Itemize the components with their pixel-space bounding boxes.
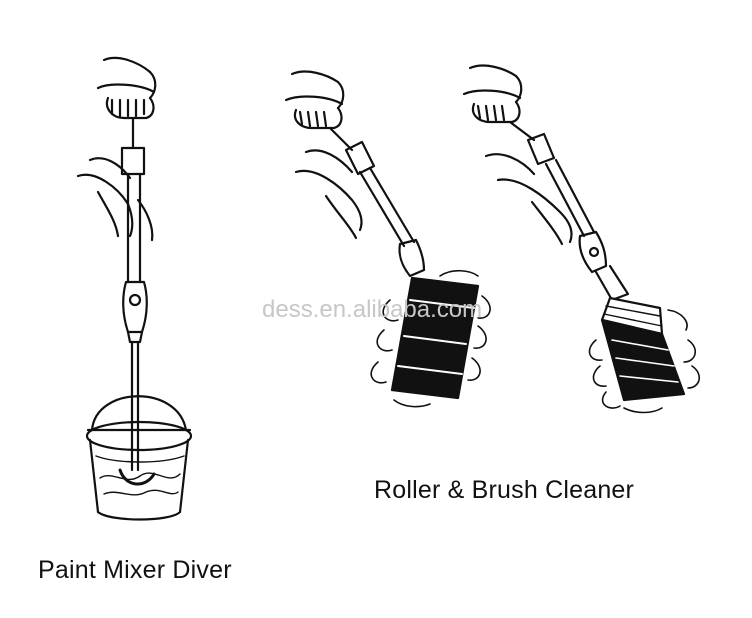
watermark-text: dess.en.alibaba.com	[262, 296, 483, 323]
paint-bucket-icon	[85, 395, 193, 521]
brush-bristles-icon	[600, 318, 686, 402]
roller-cover-icon	[390, 276, 480, 400]
roller-cleaner-illustration	[284, 70, 491, 408]
drill-chuck	[120, 146, 146, 176]
paint-mixer-illustration	[76, 56, 193, 521]
lower-hand-icon	[484, 153, 573, 246]
brush-cleaner-illustration	[462, 64, 700, 414]
upper-hand-icon	[284, 70, 345, 130]
spin-motion-lines	[370, 269, 491, 408]
drill-chuck	[344, 140, 376, 176]
spin-motion-lines	[588, 309, 700, 414]
drill-chuck	[526, 132, 556, 166]
shaft-coupling	[122, 280, 148, 334]
lower-hand-icon	[294, 149, 363, 240]
lower-hand-icon	[76, 157, 154, 242]
upper-hand-icon	[96, 56, 157, 120]
caption-paint-mixer-diver: Paint Mixer Diver	[38, 556, 232, 584]
caption-roller-brush-cleaner: Roller & Brush Cleaner	[374, 476, 635, 504]
upper-hand-icon	[462, 64, 523, 124]
